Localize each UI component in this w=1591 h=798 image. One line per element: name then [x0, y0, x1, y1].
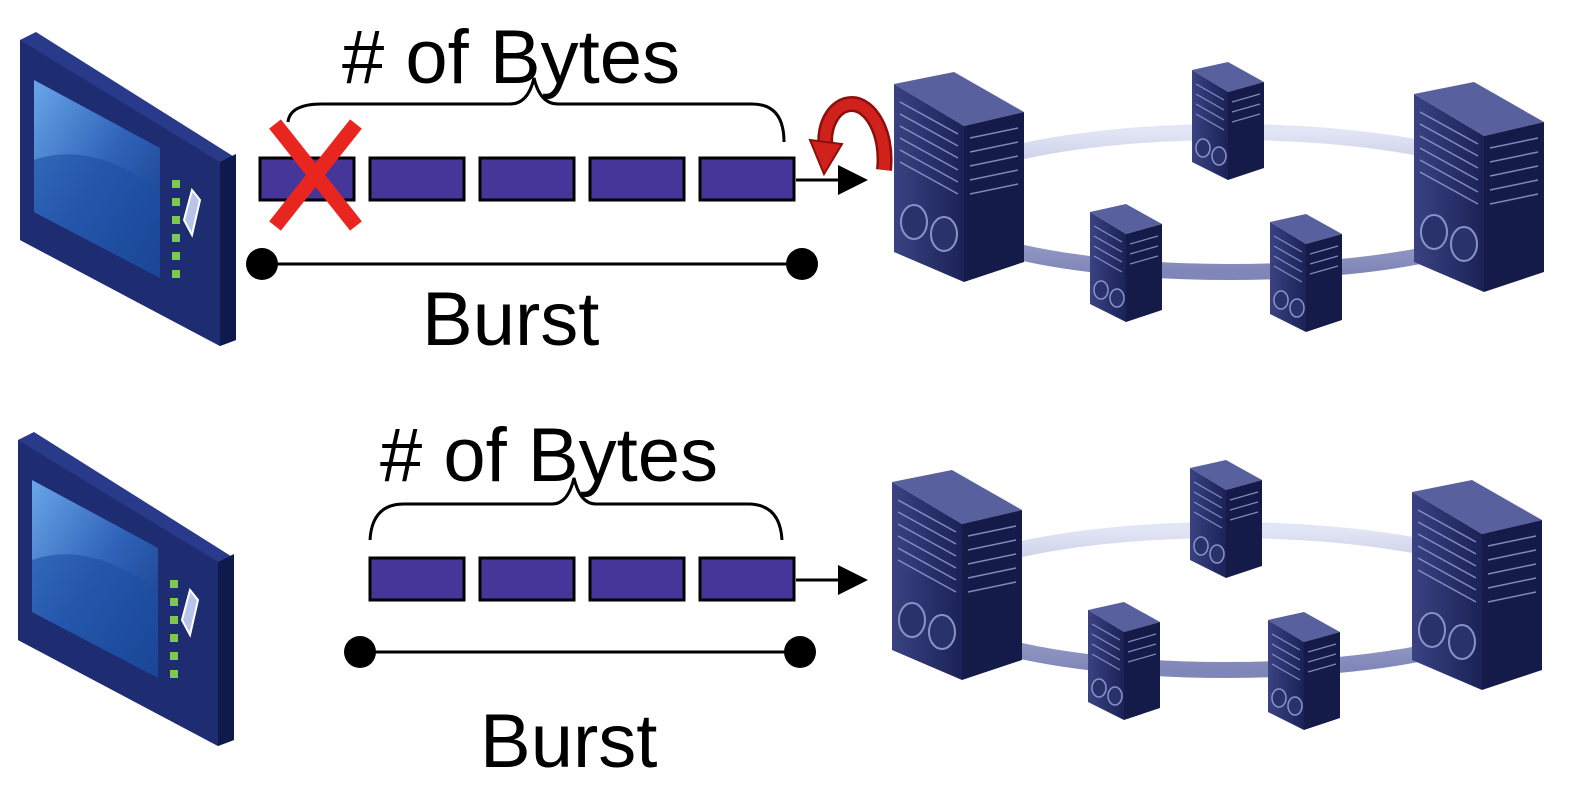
packet-block	[588, 556, 686, 602]
server-ring-network-icon	[894, 62, 1544, 332]
retransmit-arrow-icon	[808, 95, 893, 177]
packet-block	[698, 556, 796, 602]
packet-block	[368, 156, 466, 202]
tablet-device-icon	[17, 431, 235, 747]
packet-train	[258, 156, 796, 202]
bytes-label: # of Bytes	[342, 15, 680, 100]
row-2	[17, 431, 1542, 747]
burst-span	[246, 248, 818, 280]
packet-block	[478, 556, 576, 602]
bytes-brace	[368, 477, 784, 541]
bytes-brace	[286, 77, 786, 143]
bytes-label: # of Bytes	[380, 413, 718, 498]
row-1	[19, 31, 1544, 347]
packet-train	[368, 556, 796, 602]
packet-block	[588, 156, 686, 202]
tablet-device-icon	[19, 31, 237, 347]
burst-label: Burst	[422, 277, 600, 362]
packet-block	[698, 156, 796, 202]
drop-x-icon	[269, 119, 362, 231]
packet-block	[478, 156, 576, 202]
burst-span	[344, 636, 816, 668]
server-ring-network-icon	[892, 460, 1542, 730]
packet-block	[368, 556, 466, 602]
burst-label: Burst	[480, 699, 658, 784]
